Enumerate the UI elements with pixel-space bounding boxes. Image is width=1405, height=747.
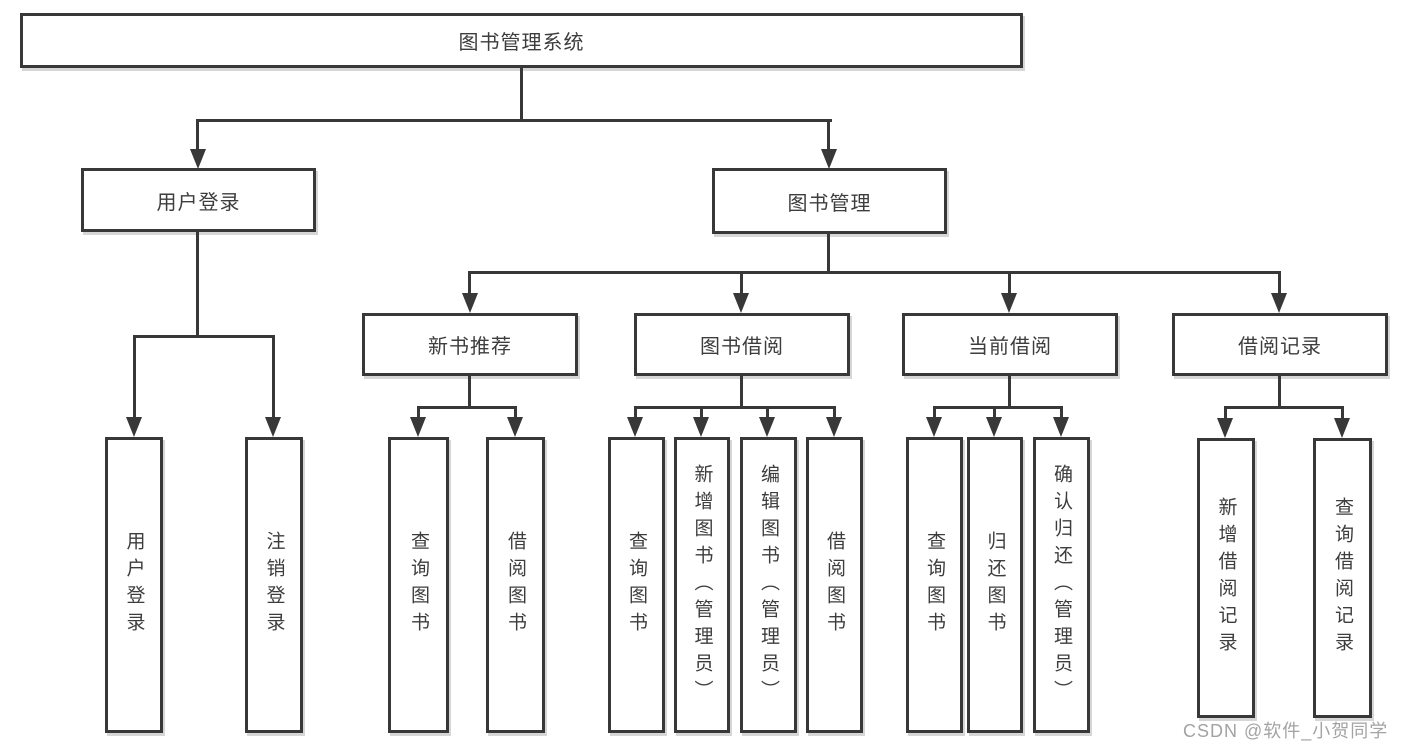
arrow-into-leaf-user-login <box>126 417 142 437</box>
arrow-into-borrow-records <box>1271 293 1287 313</box>
connector-drop-leaf-user-login <box>133 335 136 419</box>
arrow-into-query-books-current <box>926 417 942 437</box>
arrow-into-query-borrow-record <box>1334 418 1350 438</box>
arrow-into-confirm-return <box>1053 417 1069 437</box>
arrow-into-leaf-logout <box>265 417 281 437</box>
connector-drop-query-books-new <box>417 406 420 419</box>
connector-drop-add-book <box>700 406 703 419</box>
leaf-edit-book-admin: 编辑图书（管理员） <box>740 437 797 733</box>
connector-drop-return-book <box>993 406 996 419</box>
connector-drop-borrow-books-borrow <box>833 406 836 419</box>
arrow-into-book-mgmt <box>821 149 837 169</box>
leaf-query-books-borrow: 查询图书 <box>608 437 665 733</box>
connector-drop-current-borrow <box>1008 271 1011 295</box>
connector-book-mgmt-stem <box>827 234 830 274</box>
leaf-query-borrow-record: 查询借阅记录 <box>1313 438 1372 718</box>
connector-borrow-records-bar <box>1224 406 1343 409</box>
leaf-return-book: 归还图书 <box>967 437 1023 733</box>
leaf-add-book-admin: 新增图书（管理员） <box>674 437 730 733</box>
connector-drop-leaf-logout <box>272 335 275 419</box>
connector-borrow-records-stem <box>1278 376 1281 409</box>
connector-book-borrow-stem <box>740 376 743 409</box>
arrow-into-borrow-books-new <box>507 417 523 437</box>
node-book-mgmt: 图书管理 <box>712 168 947 234</box>
arrow-into-current-borrow <box>1001 293 1017 313</box>
node-book-borrow: 图书借阅 <box>634 313 850 376</box>
arrow-into-new-book-rec <box>462 293 478 313</box>
arrow-into-query-books-new <box>410 417 426 437</box>
connector-drop-book-borrow <box>740 271 743 295</box>
arrow-into-user-login <box>190 149 206 169</box>
leaf-borrow-books-newrec: 借阅图书 <box>486 437 545 733</box>
csdn-watermark: CSDN @软件_小贺同学 <box>1183 721 1389 741</box>
connector-drop-borrow-books-new <box>514 406 517 419</box>
leaf-query-books-current: 查询图书 <box>906 437 963 733</box>
arrow-into-book-borrow <box>733 293 749 313</box>
connector-drop-query-borrow-record <box>1341 406 1344 420</box>
node-borrow-records: 借阅记录 <box>1172 313 1388 376</box>
connector-drop-new-book-rec <box>468 271 471 295</box>
connector-drop-edit-book <box>766 406 769 419</box>
leaf-logout: 注销登录 <box>245 437 303 733</box>
connector-current-borrow-stem <box>1008 376 1011 409</box>
connector-drop-query-books-current <box>933 406 936 419</box>
connector-drop-borrow-records <box>1278 271 1281 295</box>
connector-current-borrow-bar <box>933 406 1063 409</box>
connector-user-login-stem <box>196 232 199 338</box>
connector-new-book-rec-bar <box>417 406 517 409</box>
connector-user-login-bar <box>133 335 275 338</box>
arrow-into-query-books-borrow <box>627 417 643 437</box>
leaf-add-borrow-record: 新增借阅记录 <box>1197 438 1255 718</box>
connector-drop-query-books-borrow <box>634 406 637 419</box>
node-root: 图书管理系统 <box>20 13 1023 68</box>
connector-root-bar <box>197 119 832 122</box>
node-current-borrow: 当前借阅 <box>902 313 1118 376</box>
arrow-into-borrow-books-borrow <box>826 417 842 437</box>
arrow-into-return-book <box>986 417 1002 437</box>
leaf-borrow-books-borrow: 借阅图书 <box>806 437 863 733</box>
leaf-confirm-return-admin: 确认归还（管理员） <box>1033 437 1090 733</box>
leaf-query-books-newrec: 查询图书 <box>388 437 449 733</box>
node-new-book-rec: 新书推荐 <box>362 313 578 376</box>
connector-new-book-rec-stem <box>468 376 471 409</box>
connector-drop-add-borrow-record <box>1224 406 1227 420</box>
node-user-login: 用户登录 <box>81 168 316 232</box>
leaf-user-login: 用户登录 <box>105 437 163 733</box>
arrow-into-add-book <box>693 417 709 437</box>
connector-book-borrow-bar <box>634 406 836 409</box>
arrow-into-edit-book <box>759 417 775 437</box>
connector-drop-confirm-return <box>1060 406 1063 419</box>
connector-drop-user-login <box>196 119 199 151</box>
connector-root-stem <box>520 68 523 120</box>
arrow-into-add-borrow-record <box>1217 418 1233 438</box>
connector-book-mgmt-bar <box>468 271 1281 274</box>
connector-drop-book-mgmt <box>827 119 830 151</box>
